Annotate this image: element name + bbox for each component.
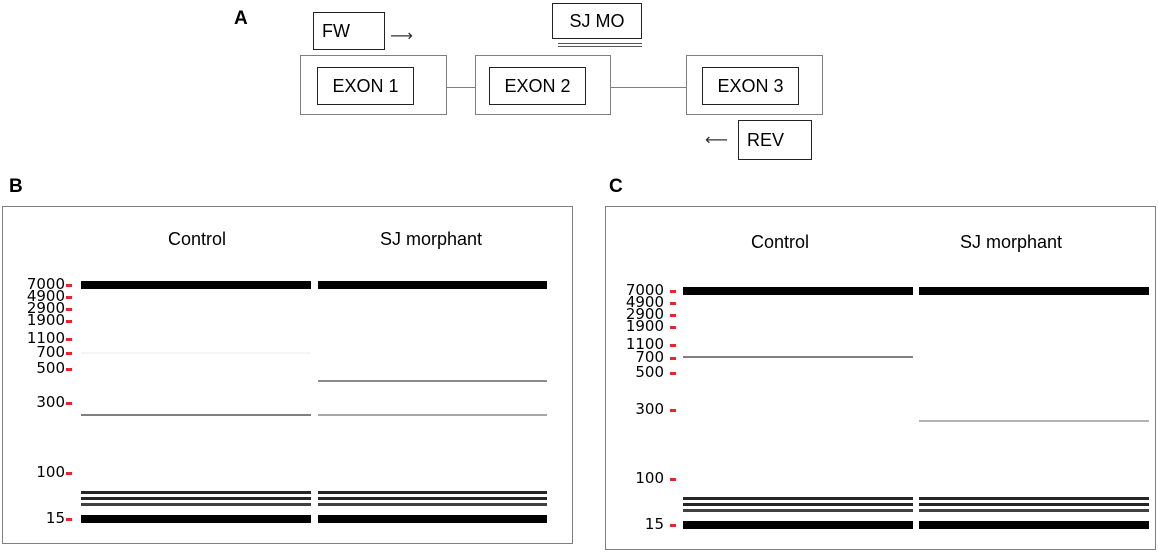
ladder-tick (66, 402, 72, 405)
gel-band (318, 496, 547, 500)
ladder-label: 4900 (26, 287, 65, 305)
ladder-label: 1900 (625, 317, 664, 335)
ladder-label: 700 (635, 348, 664, 366)
ladder-label: 2900 (26, 299, 65, 317)
intron-1-line (447, 87, 475, 88)
ladder-label: 700 (36, 343, 65, 361)
gel-band (919, 287, 1149, 295)
gel-band (683, 496, 913, 500)
ladder-tick (66, 368, 72, 371)
gel-band (318, 281, 547, 289)
intron-2-line (611, 87, 686, 88)
ladder-tick (66, 320, 72, 323)
fw-primer-box: FW (313, 12, 385, 50)
ladder-tick (670, 409, 676, 412)
lane-label: Control (750, 232, 810, 252)
sj-mo-label: SJ MO (569, 10, 625, 31)
exon-1-label: EXON 1 (332, 75, 399, 96)
ladder-tick (66, 296, 72, 299)
lane-label: SJ morphant (379, 229, 483, 249)
ladder-tick (66, 284, 72, 287)
ladder-label: 300 (635, 400, 664, 418)
sj-mo-box: SJ MO (552, 3, 642, 39)
ladder-label: 300 (36, 393, 65, 411)
ladder-label: 500 (36, 359, 65, 377)
exon-3-label: EXON 3 (717, 75, 784, 96)
panel-label-c: C (609, 176, 623, 197)
gel-band (81, 413, 311, 416)
gel-band (81, 496, 311, 500)
ladder-tick (670, 524, 676, 527)
gel-band (919, 502, 1149, 506)
gel-band (81, 352, 311, 354)
ladder-label: 2900 (625, 305, 664, 323)
rev-primer-label: REV (747, 129, 785, 150)
panel-label-a: A (234, 8, 248, 29)
exon-1-box: EXON 1 (317, 67, 414, 105)
arrow-right-icon: ⟶ (390, 26, 413, 45)
ladder-tick (670, 302, 676, 305)
gel-band (81, 503, 311, 507)
gel-band (683, 356, 913, 359)
gel-band (318, 515, 547, 523)
ladder-label: 1100 (26, 329, 65, 347)
ladder-tick (66, 308, 72, 311)
ladder-tick (66, 518, 72, 521)
ladder-tick (670, 326, 676, 329)
rev-primer-box: REV (738, 120, 812, 160)
gel-band (81, 281, 311, 289)
ladder-label: 1100 (625, 335, 664, 353)
ladder-tick (670, 290, 676, 293)
gel-band (318, 379, 547, 382)
ladder-label: 7000 (26, 275, 65, 293)
ladder-tick (670, 357, 676, 360)
mo-target-line (558, 43, 642, 44)
ladder-tick (670, 344, 676, 347)
ladder-label: 4900 (625, 293, 664, 311)
mo-target-line-2 (558, 46, 642, 47)
exon-2-box: EXON 2 (489, 67, 586, 105)
gel-band (683, 502, 913, 506)
ladder-label: 100 (635, 469, 664, 487)
gel-band (318, 413, 547, 416)
ladder-label: 7000 (625, 281, 664, 299)
gel-band (919, 509, 1149, 513)
gel-band (919, 420, 1149, 423)
gel-band (683, 521, 913, 529)
ladder-tick (66, 338, 72, 341)
gel-band (919, 496, 1149, 500)
lane-label: SJ morphant (959, 232, 1063, 252)
exon-3-box: EXON 3 (702, 67, 799, 105)
ladder-tick (670, 314, 676, 317)
ladder-label: 15 (644, 515, 664, 533)
gel-band (81, 490, 311, 494)
ladder-label: 100 (36, 463, 65, 481)
gel-band (919, 521, 1149, 529)
arrow-left-icon: ⟵ (705, 130, 728, 149)
panel-label-b: B (9, 176, 23, 197)
ladder-tick (66, 472, 72, 475)
fw-primer-label: FW (322, 20, 350, 41)
gel-band (683, 287, 913, 295)
ladder-label: 1900 (26, 311, 65, 329)
ladder-tick (66, 352, 72, 355)
ladder-label: 500 (635, 363, 664, 381)
ladder-label: 15 (45, 509, 65, 527)
gel-band (683, 509, 913, 513)
exon-2-label: EXON 2 (504, 75, 571, 96)
lane-label: Control (167, 229, 227, 249)
gel-band (81, 515, 311, 523)
ladder-tick (670, 478, 676, 481)
gel-band (318, 503, 547, 507)
gel-band (318, 490, 547, 494)
ladder-tick (670, 372, 676, 375)
